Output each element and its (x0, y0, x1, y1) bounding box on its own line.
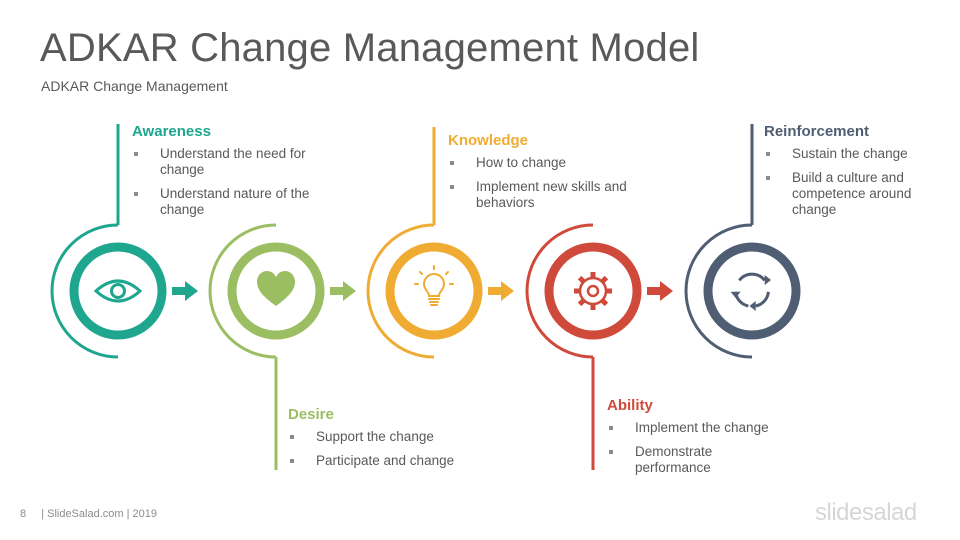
stage-ability-graphic (525, 223, 673, 470)
eye-icon (93, 279, 143, 303)
stage-knowledge-graphic (366, 127, 514, 359)
ability-connector-arc (525, 223, 594, 359)
page-number: 8 (20, 508, 27, 520)
bullet-item: Understand nature of the change (132, 186, 312, 218)
brand-logo: slidesalad (815, 499, 917, 526)
lightbulb-icon (414, 265, 454, 306)
stage-reinforcement-graphic (684, 124, 801, 359)
ability-bullet-list: Implement the change Demonstrate perform… (607, 420, 807, 476)
stage-desire-graphic (208, 223, 356, 470)
heart-icon (257, 271, 295, 306)
awareness-ring (69, 242, 167, 340)
stage-title-knowledge: Knowledge (448, 132, 529, 149)
stage-awareness: Awareness Understand the need for change… (132, 123, 312, 226)
bullet-item: Build a culture and competence around ch… (764, 170, 944, 218)
arrow-desire-to-knowledge (330, 281, 356, 301)
bullet-item: Implement the change (607, 420, 807, 436)
slide-subtitle: ADKAR Change Management (41, 78, 228, 94)
refresh-cycle-icon (730, 272, 771, 311)
stage-reinforcement: Reinforcement Sustain the change Build a… (764, 123, 944, 226)
reinforcement-ring (703, 242, 801, 340)
arrow-knowledge-to-ability (488, 281, 514, 301)
knowledge-ring (385, 242, 483, 340)
bullet-item: Support the change (288, 429, 498, 445)
awareness-connector-arc (50, 223, 119, 359)
knowledge-connector-arc (366, 223, 435, 359)
footer-text: | SlideSalad.com | 2019 (41, 508, 157, 520)
reinforcement-connector-arc (684, 223, 753, 359)
arrow-ability-to-reinforcement (647, 281, 673, 301)
stage-title-reinforcement: Reinforcement (764, 123, 870, 140)
stage-title-ability: Ability (607, 397, 653, 414)
bullet-item: Demonstrate performance (607, 444, 745, 476)
awareness-bullet-list: Understand the need for change Understan… (132, 146, 312, 218)
knowledge-bullet-list: How to change Implement new skills and b… (448, 155, 638, 211)
slide-title: ADKAR Change Management Model (40, 26, 700, 70)
gear-icon (574, 272, 612, 310)
desire-bullet-list: Support the change Participate and chang… (288, 429, 498, 469)
reinforcement-bullet-list: Sustain the change Build a culture and c… (764, 146, 944, 218)
bullet-item: Participate and change (288, 453, 498, 469)
footer: 8 | SlideSalad.com | 2019 (20, 508, 157, 520)
bullet-item: Understand the need for change (132, 146, 312, 178)
stage-knowledge: Knowledge How to change Implement new sk… (448, 132, 638, 219)
bullet-item: Implement new skills and behaviors (448, 179, 638, 211)
stage-awareness-graphic (50, 124, 198, 359)
stage-title-awareness: Awareness (132, 123, 211, 140)
bullet-item: How to change (448, 155, 638, 171)
arrow-awareness-to-desire (172, 281, 198, 301)
bullet-item: Sustain the change (764, 146, 944, 162)
stage-desire: Desire Support the change Participate an… (288, 406, 498, 477)
stage-title-desire: Desire (288, 406, 334, 423)
stage-ability: Ability Implement the change Demonstrate… (607, 397, 807, 484)
desire-connector-arc (208, 223, 277, 359)
